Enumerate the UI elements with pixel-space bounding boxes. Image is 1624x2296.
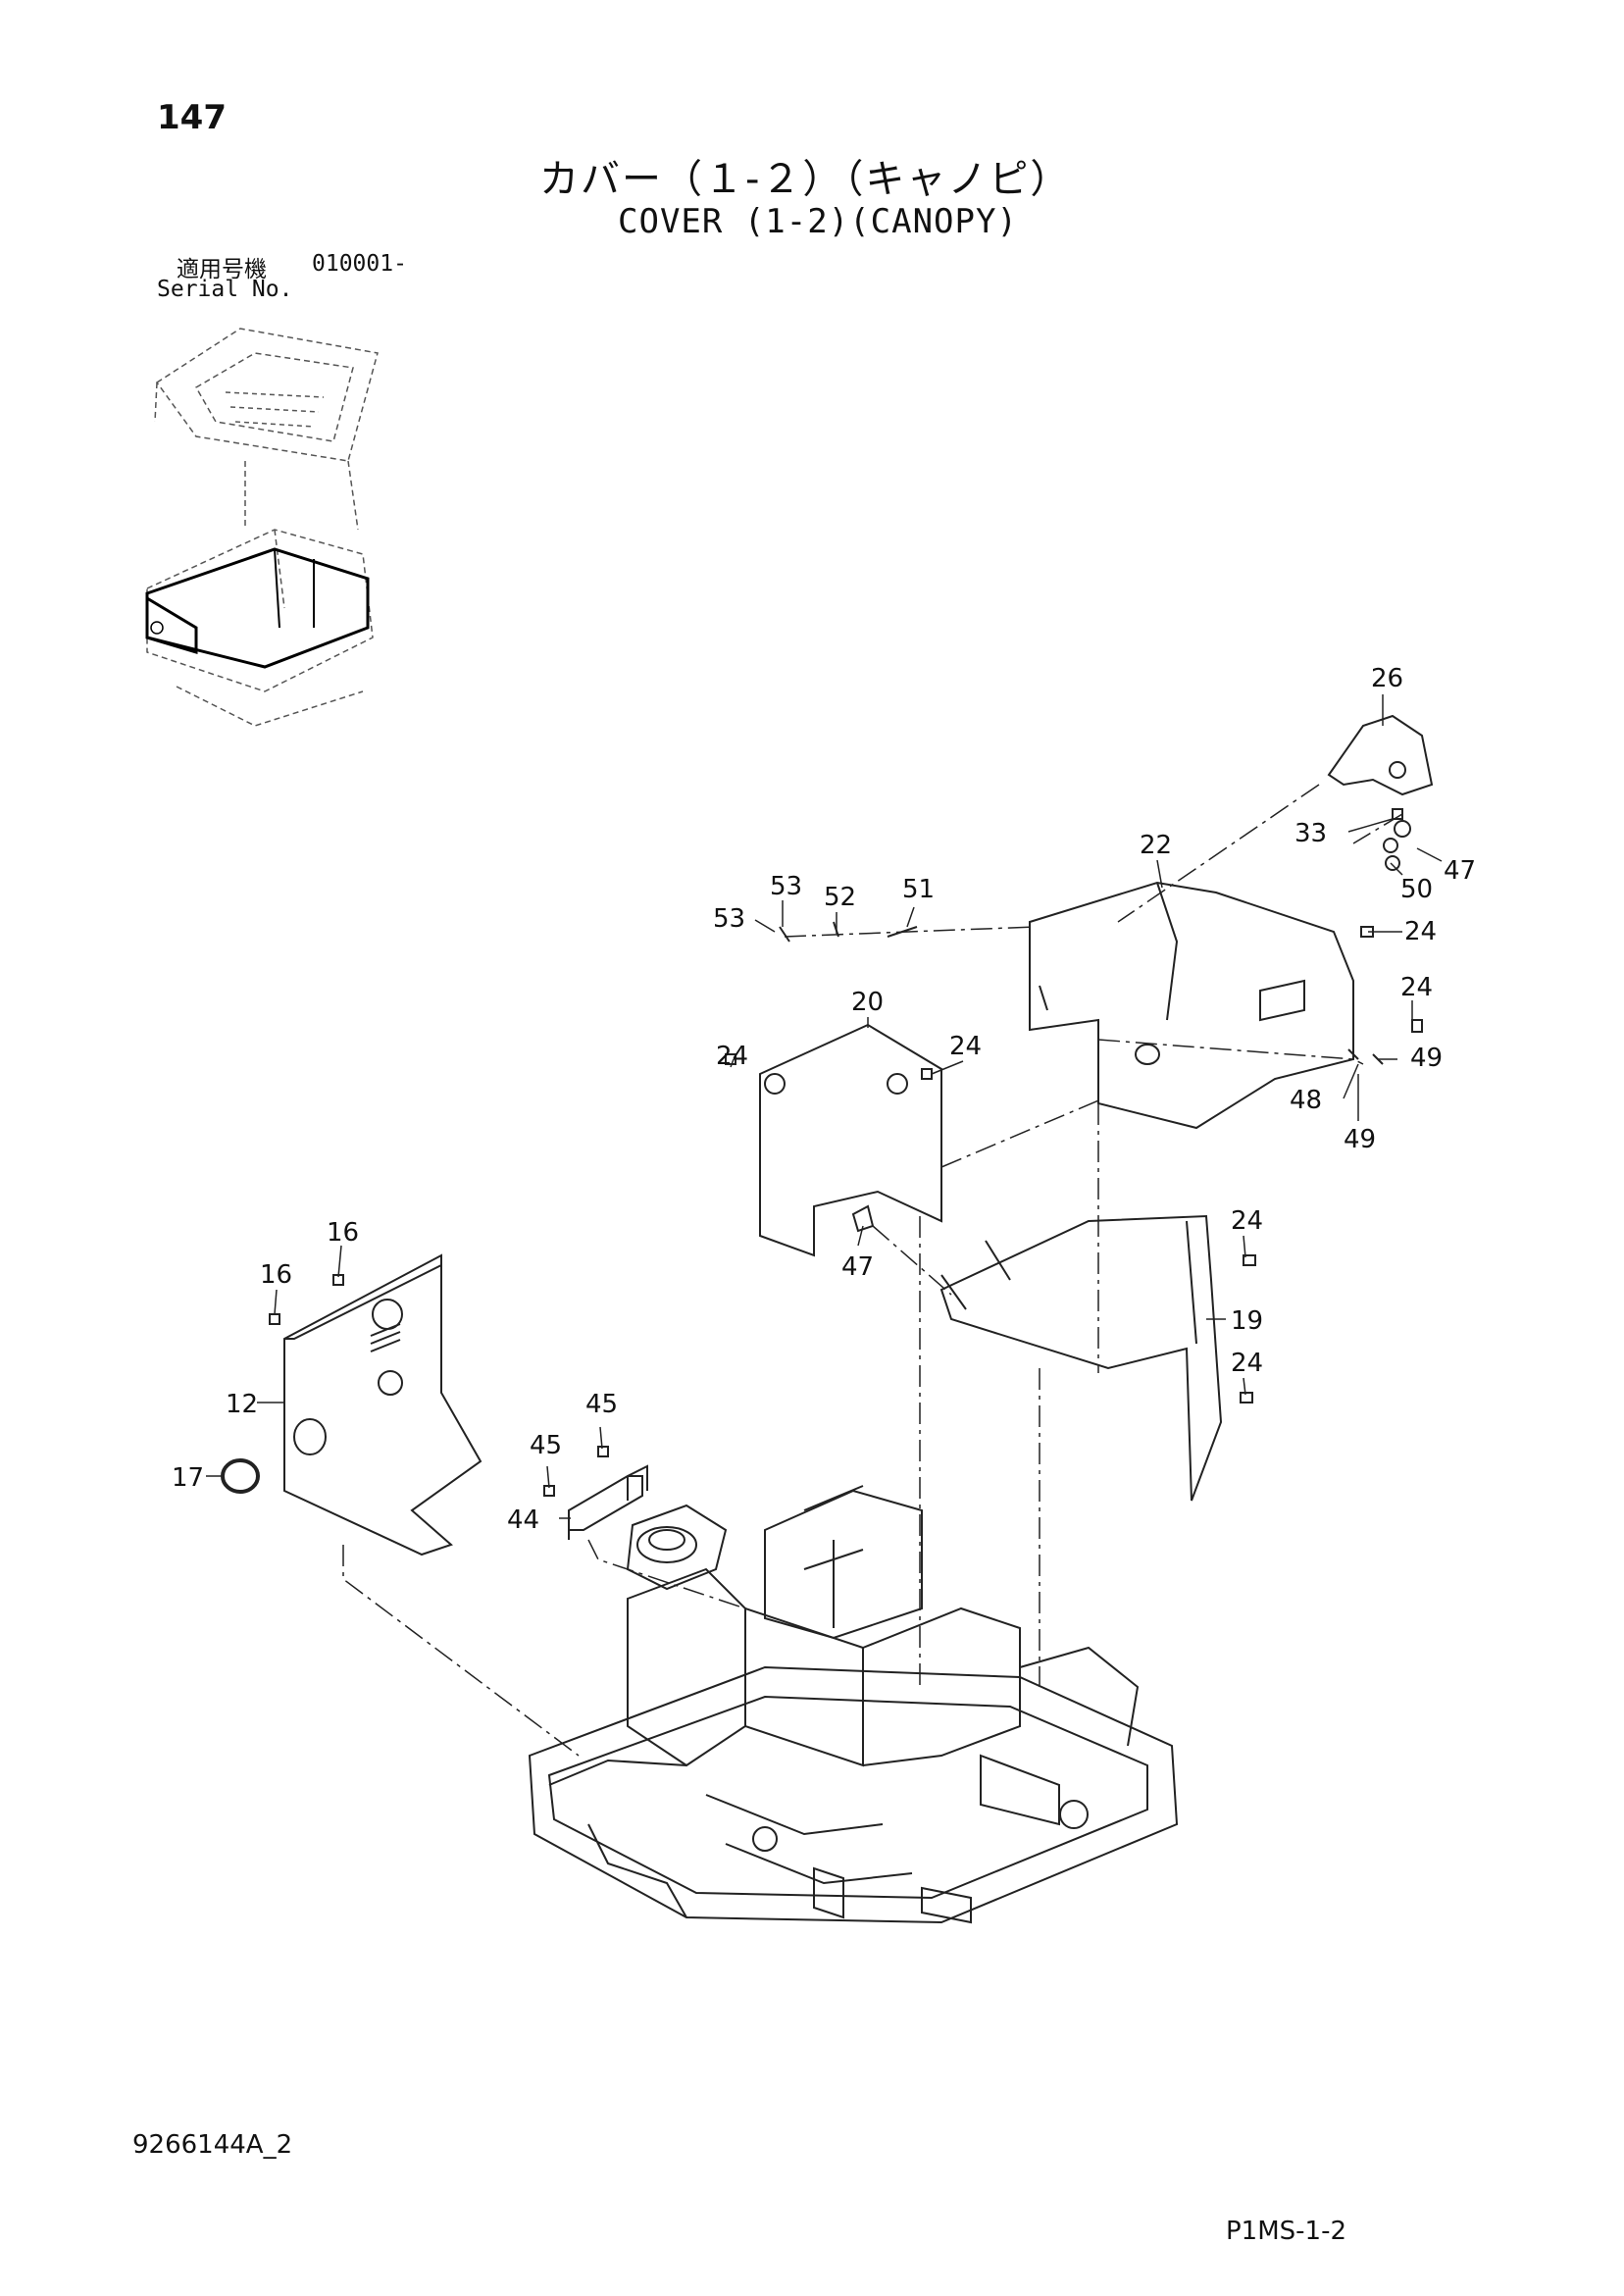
title-english: COVER (1-2)(CANOPY) bbox=[618, 202, 1018, 241]
locator-thumbnail bbox=[145, 328, 379, 727]
callout-24: 24 bbox=[949, 1032, 982, 1061]
part-26-corner-cover bbox=[1327, 714, 1434, 796]
callout-24: 24 bbox=[1231, 1349, 1263, 1378]
part-20-cover-plate bbox=[759, 1023, 942, 1257]
title-japanese: カバー（１-２）（キャノピ） bbox=[539, 157, 1072, 202]
callout-19: 19 bbox=[1231, 1306, 1263, 1336]
callout-48: 48 bbox=[1290, 1086, 1322, 1115]
callout-33: 33 bbox=[1294, 819, 1327, 848]
leader-lines bbox=[206, 694, 1443, 1519]
serial-label-japanese: 適用号機 bbox=[177, 257, 267, 282]
page-number: 147 bbox=[157, 98, 227, 137]
part-22-upper-cover bbox=[1029, 881, 1354, 1130]
callout-45: 45 bbox=[585, 1390, 618, 1419]
callout-22: 22 bbox=[1140, 831, 1172, 860]
callout-26: 26 bbox=[1371, 664, 1403, 693]
callout-20: 20 bbox=[851, 988, 884, 1017]
callout-51: 51 bbox=[902, 875, 935, 904]
callout-52: 52 bbox=[824, 883, 856, 912]
callout-47: 47 bbox=[841, 1252, 874, 1282]
callout-12: 12 bbox=[226, 1390, 258, 1419]
page-code: P1MS-1-2 bbox=[1226, 2217, 1347, 2246]
part-17-grommet bbox=[221, 1458, 260, 1494]
callout-53: 53 bbox=[770, 872, 802, 901]
callout-labels: 26 22 33 47 50 53 53 52 51 24 24 20 24 2… bbox=[172, 664, 1476, 1535]
document-code: 9266144A_2 bbox=[132, 2130, 293, 2160]
callout-24: 24 bbox=[716, 1042, 748, 1071]
assembly-guide-lines bbox=[342, 784, 1403, 1757]
serial-label-english: Serial No. bbox=[157, 277, 293, 302]
callout-53: 53 bbox=[713, 904, 745, 934]
callout-16: 16 bbox=[260, 1260, 292, 1290]
part-19-side-cover bbox=[939, 1214, 1223, 1502]
serial-number-value: 010001- bbox=[312, 251, 407, 277]
hardware-fasteners bbox=[269, 808, 1423, 1497]
callout-16: 16 bbox=[327, 1218, 359, 1248]
callout-24: 24 bbox=[1404, 917, 1437, 946]
callout-24: 24 bbox=[1231, 1206, 1263, 1236]
callout-49: 49 bbox=[1344, 1125, 1376, 1154]
part-12-side-cover bbox=[283, 1253, 482, 1556]
callout-17: 17 bbox=[172, 1463, 204, 1493]
upperstructure-frame bbox=[528, 1485, 1179, 1924]
callout-47: 47 bbox=[1444, 856, 1476, 886]
callout-44: 44 bbox=[507, 1505, 539, 1535]
callout-49: 49 bbox=[1410, 1044, 1443, 1073]
callout-24: 24 bbox=[1400, 973, 1433, 1002]
callout-50: 50 bbox=[1400, 875, 1433, 904]
part-44-bracket bbox=[568, 1464, 648, 1540]
callout-45: 45 bbox=[530, 1431, 562, 1460]
